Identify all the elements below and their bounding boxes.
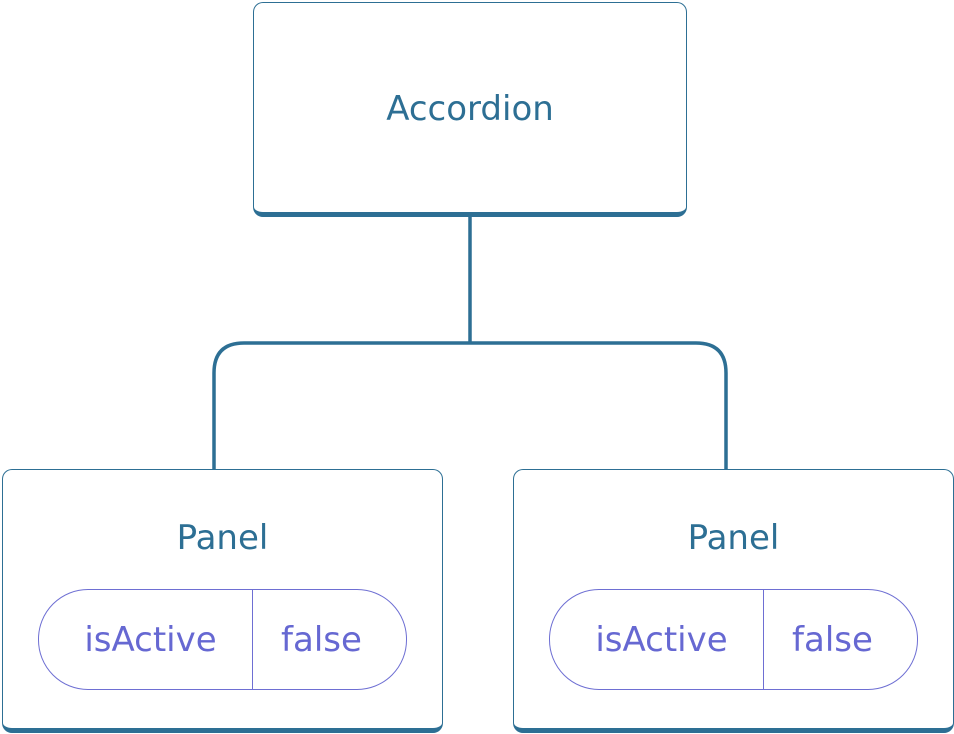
state-key: isActive	[39, 590, 253, 689]
panel-label: Panel	[687, 518, 780, 558]
state-pill: isActive false	[549, 589, 918, 690]
accordion-node: Accordion	[253, 2, 687, 217]
panel-node: Panel isActive false	[513, 469, 954, 733]
accordion-label: Accordion	[386, 89, 554, 129]
state-pill: isActive false	[38, 589, 407, 690]
state-value: false	[792, 619, 873, 660]
state-value: false	[281, 619, 362, 660]
panel-label: Panel	[176, 518, 269, 558]
panel-node: Panel isActive false	[2, 469, 443, 733]
connector-line	[212, 213, 728, 472]
state-key: isActive	[550, 590, 764, 689]
